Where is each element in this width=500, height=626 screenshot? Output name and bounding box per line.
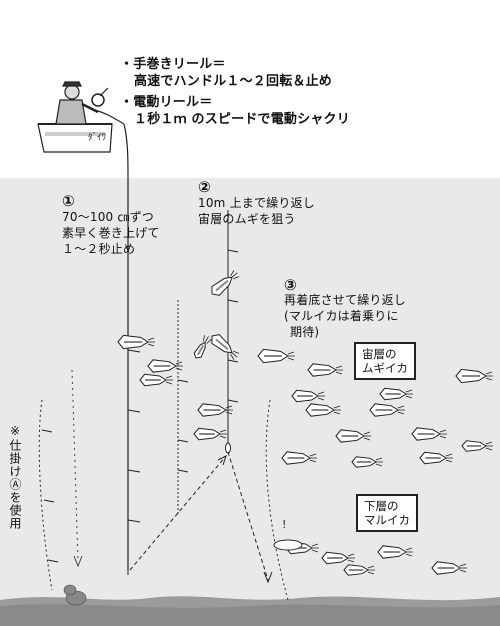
angler-on-boat-icon: ﾀﾞｲﾜ	[37, 81, 125, 153]
step3-number: ③	[284, 276, 297, 294]
mid-layer-label-line1: 宙層の	[362, 347, 397, 361]
bottom-layer-label: 下層の マルイカ	[356, 494, 418, 532]
step2-text-1: 10m 上まで繰り返し	[198, 196, 315, 210]
squid-icon	[211, 270, 240, 296]
step2-number: ②	[198, 178, 211, 196]
squid-icon	[307, 363, 343, 377]
side-note: ※仕掛けⒶを使用	[8, 424, 22, 530]
squid-icon	[431, 561, 467, 575]
squid-icon	[147, 359, 183, 373]
step1-text-2: 素早く巻き上げて	[62, 226, 160, 240]
rise-arrow	[129, 455, 227, 571]
step3-text-1: 再着底させて繰り返し	[284, 293, 407, 307]
svg-text:ﾀﾞｲﾜ: ﾀﾞｲﾜ	[88, 132, 107, 143]
instruction-line-2: 高速でハンドル１～２回転＆止め	[134, 74, 333, 89]
squid-icon	[281, 451, 317, 465]
squid-icon	[343, 564, 375, 576]
squid-icon	[461, 440, 493, 452]
squid-icon	[193, 427, 227, 441]
squid-icon	[193, 335, 212, 359]
svg-text:!: !	[282, 518, 286, 531]
step1-number: ①	[62, 192, 75, 210]
squid-icon	[197, 403, 233, 417]
bottom-layer-label-line1: 下層の	[364, 499, 399, 513]
squid-icon	[291, 389, 325, 403]
squid-icon	[455, 368, 493, 384]
water-area	[0, 178, 500, 626]
squid-group	[117, 270, 493, 576]
step1-rigs	[127, 300, 189, 575]
instruction-line-1: ・手巻きリール＝	[120, 57, 226, 72]
step2-text-2: 宙層のムギを狙う	[198, 212, 296, 226]
squid-icon	[379, 387, 413, 401]
step2-rig	[225, 210, 239, 454]
mid-layer-label: 宙層の ムギイカ	[354, 342, 416, 380]
squid-icon	[321, 551, 355, 565]
squid-icon	[211, 334, 240, 360]
squid-icon	[257, 348, 295, 364]
fall-line	[227, 451, 269, 581]
main-line	[123, 123, 129, 570]
mid-layer-label-line2: ムギイカ	[362, 361, 408, 375]
step3-text-2: (マルイカは着乗りに	[284, 309, 399, 323]
step1-text-3: １～２秒止め	[62, 242, 136, 256]
step3-text-3: 期待)	[290, 325, 320, 339]
squid-icon	[377, 545, 413, 559]
squid-icon	[411, 427, 447, 441]
dotted-trajectory	[71, 369, 79, 561]
squid-icon	[117, 334, 155, 350]
squid-icon	[369, 403, 405, 417]
instruction-line-3: ・電動リール＝	[120, 95, 213, 110]
squid-icon	[335, 429, 371, 443]
instruction-line-4: １秒１ｍ のスピードで電動シャクリ	[134, 112, 350, 127]
squid-icon	[305, 403, 341, 417]
squid-icon	[139, 373, 173, 387]
squid-icon	[351, 456, 383, 468]
seabed-rock-icon	[63, 584, 87, 606]
bottom-layer-label-line2: マルイカ	[364, 513, 410, 527]
squid-icon	[419, 451, 453, 465]
step1-text-1: 70～100 ㎝ずつ	[62, 210, 154, 224]
